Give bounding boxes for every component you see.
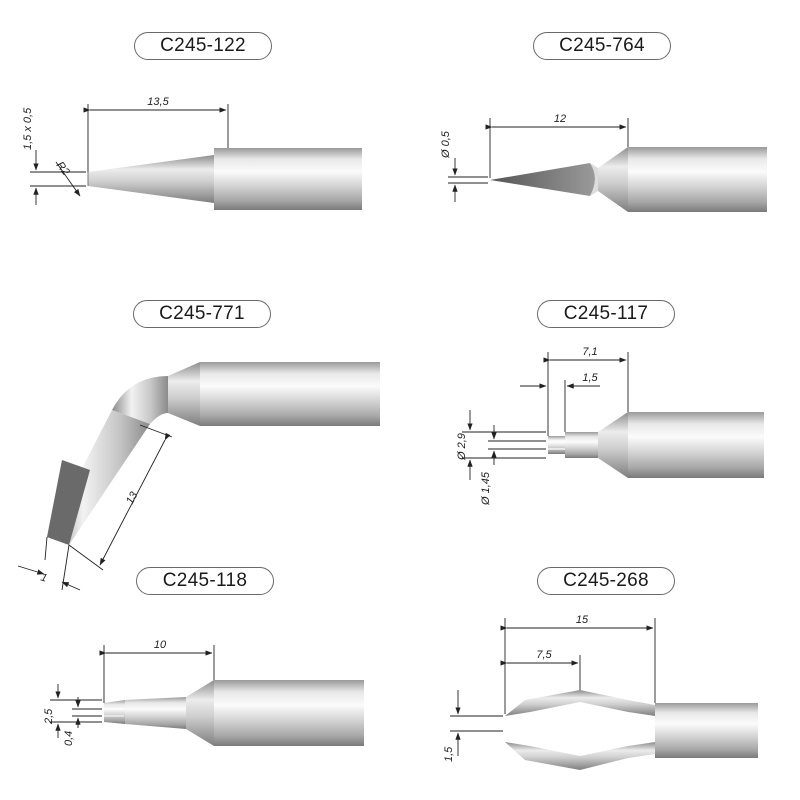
collar-117 [598,412,628,478]
tip-drawing-c245-122: 13,5 1,5 x 0,5 R2 [22,96,362,210]
step-117 [565,432,598,458]
dim-117-length: 7,1 [582,346,597,358]
arm-bottom-268 [505,742,655,770]
dim-764-diameter: Ø 0,5 [440,130,452,159]
dim-268-length: 15 [576,614,589,626]
tip-118 [104,700,125,724]
neck-118 [125,697,186,729]
blade-771 [47,460,90,545]
dim-771-width: 1 [39,571,49,584]
blade-122 [88,155,214,203]
arm-top-268 [505,690,655,716]
dim-268-half: 7,5 [536,649,552,661]
tip-drawing-c245-118: 10 2,5 0,4 [43,639,364,746]
dim-122-thickness: 1,5 x 0,5 [22,107,34,150]
collar-764 [598,147,628,212]
dim-118-inner: 0,4 [63,731,75,746]
shaft-122 [228,148,362,210]
blade-764 [490,163,595,196]
shaft-118 [214,680,364,746]
model-label-c245-771: C245-771 [133,300,271,328]
shaft-771 [200,362,380,426]
model-label-c245-117: C245-117 [537,300,675,328]
shaft-268 [655,703,758,758]
tip-drawing-c245-117: 7,1 1,5 Ø 2,9 Ø 1,45 [456,346,764,506]
collar-771 [168,362,200,426]
collar-118 [186,680,214,746]
tip-drawing-c245-764: 12 Ø 0,5 [440,113,767,212]
dim-117-inner: Ø 1,45 [480,471,492,506]
dim-117-outer: Ø 2,9 [456,433,468,461]
dim-117-step: 1,5 [582,372,598,384]
model-label-c245-118: C245-118 [136,567,274,595]
collar-122 [214,148,228,210]
model-label-c245-764: C245-764 [533,32,671,60]
dim-118-outer: 2,5 [43,708,55,725]
dim-122-length: 13,5 [147,96,169,108]
bend-771 [112,376,168,424]
tip-drawing-c245-771: 13 1 [17,362,380,591]
tip-drawing-c245-268: 15 7,5 1,5 [443,614,758,770]
model-label-c245-268: C245-268 [537,567,675,595]
shaft-764 [628,147,767,212]
shaft-117 [628,412,764,478]
dim-764-length: 12 [554,113,566,125]
dim-118-length: 10 [154,639,167,651]
model-label-c245-122: C245-122 [134,32,272,60]
dim-268-gap: 1,5 [443,746,455,762]
pin-117 [548,436,565,454]
